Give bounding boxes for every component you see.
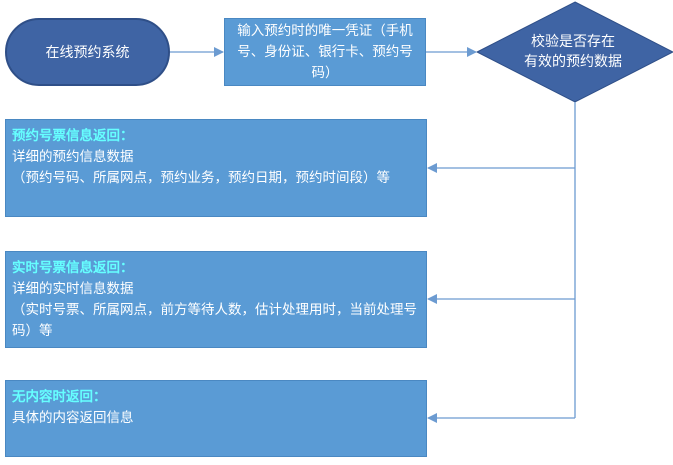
- result-box-line: 详细的预约信息数据: [12, 149, 134, 165]
- result-box-line: （预约号码、所属网点，预约业务，预约日期，预约时间段）等: [12, 170, 390, 186]
- result-box-line: （实时号票、所属网点，前方等待人数，估计处理用时，当前处理号码）等: [12, 302, 417, 339]
- result-box-title: 预约号票信息返回：: [12, 128, 134, 144]
- decision-node-label: 校验是否存在 有效的预约数据: [493, 32, 653, 72]
- result-box-appointment-ticket: 预约号票信息返回： 详细的预约信息数据 （预约号码、所属网点，预约业务，预约日期…: [5, 119, 427, 217]
- start-node-label: 在线预约系统: [45, 45, 130, 61]
- result-box-title: 实时号票信息返回：: [12, 260, 134, 276]
- result-box-line: 详细的实时信息数据: [12, 281, 134, 297]
- result-box-realtime-ticket: 实时号票信息返回： 详细的实时信息数据 （实时号票、所属网点，前方等待人数，估计…: [5, 251, 427, 348]
- decision-label-line-1: 校验是否存在: [531, 34, 615, 50]
- decision-label-line-2: 有效的预约数据: [524, 54, 622, 70]
- result-box-no-content: 无内容时返回： 具体的内容返回信息: [5, 380, 427, 457]
- result-box-title: 无内容时返回：: [12, 389, 107, 405]
- input-credential-node: 输入预约时的唯一凭证（手机号、身份证、银行卡、预约号码）: [224, 18, 426, 86]
- start-node: 在线预约系统: [5, 18, 170, 86]
- result-box-line: 具体的内容返回信息: [12, 410, 134, 426]
- input-credential-label: 输入预约时的唯一凭证（手机号、身份证、银行卡、预约号码）: [237, 22, 413, 81]
